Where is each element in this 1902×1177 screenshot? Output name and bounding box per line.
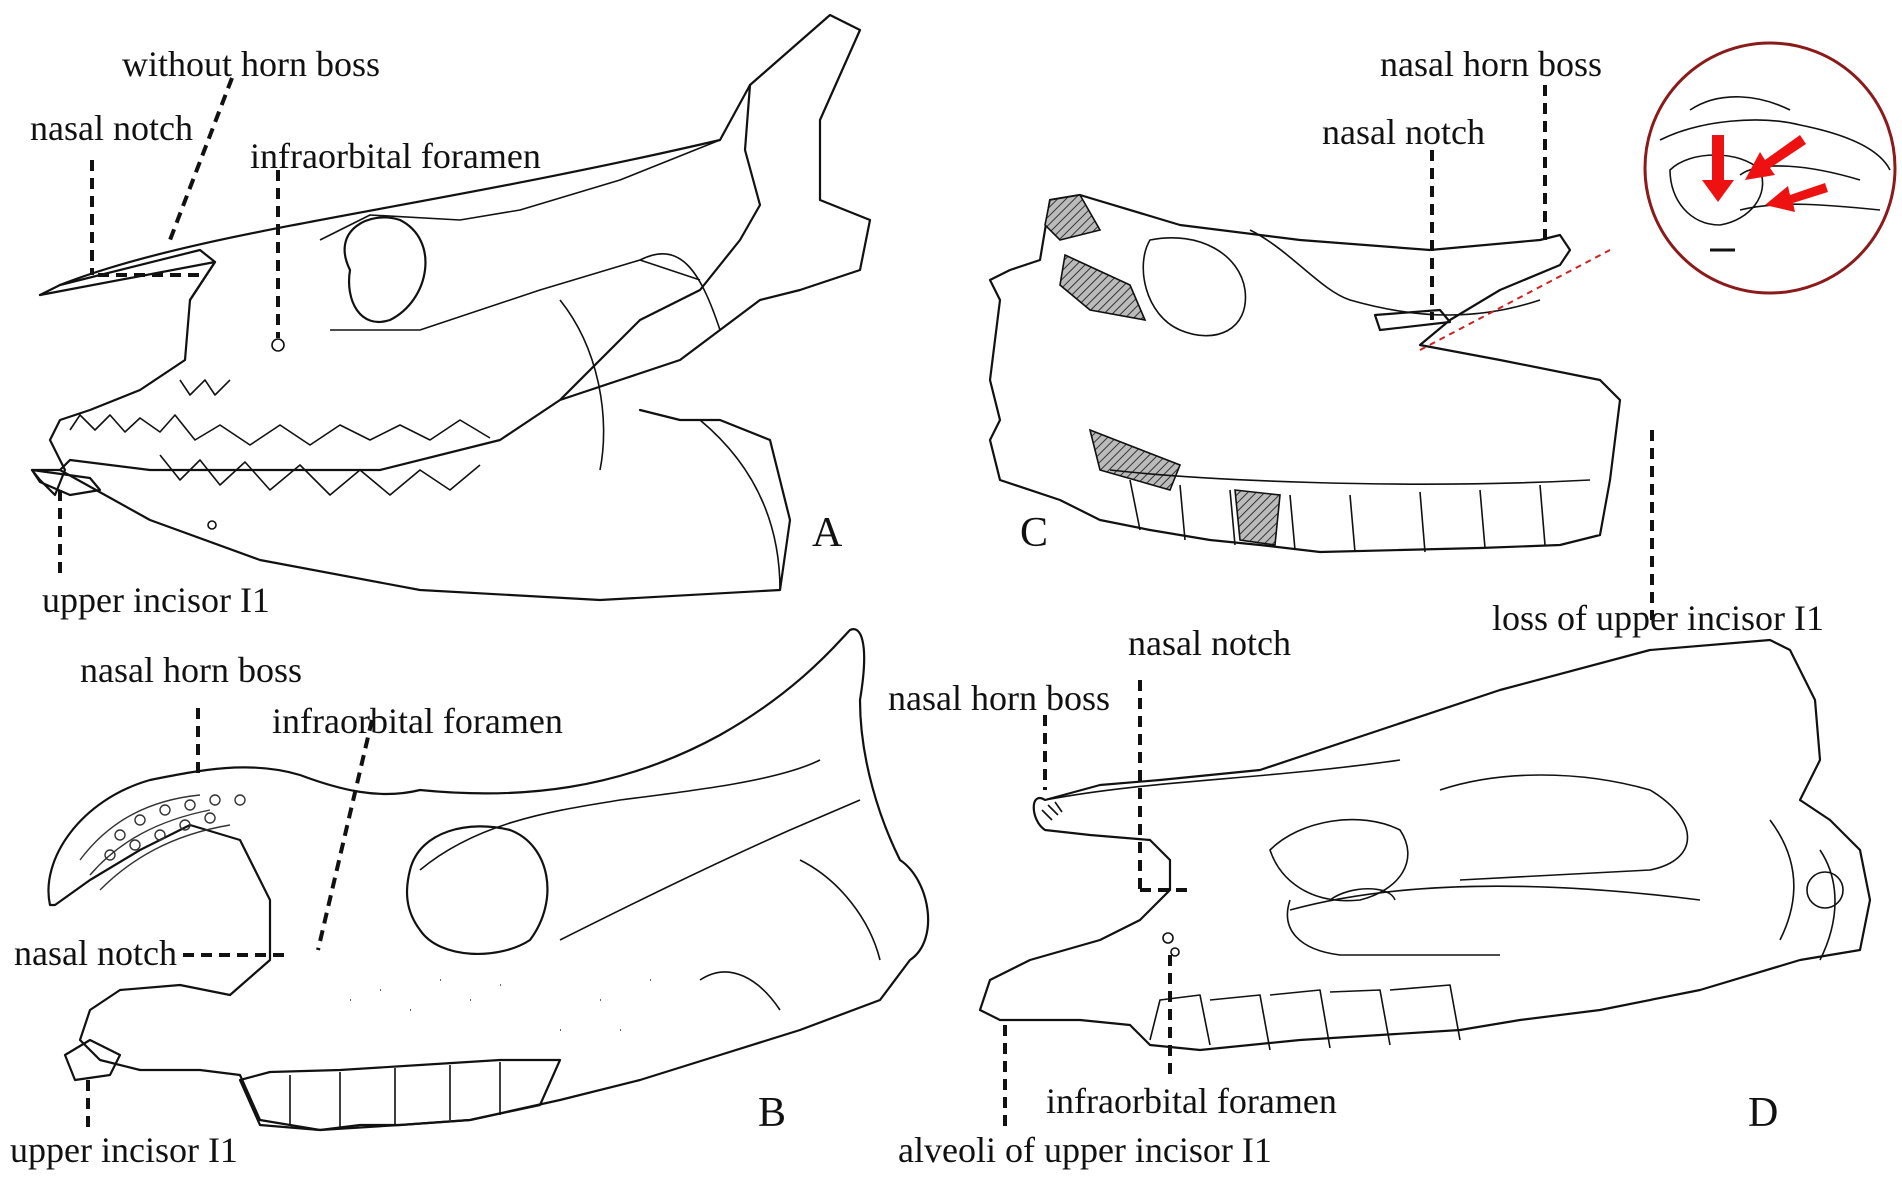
label-a-nasal-notch: nasal notch — [30, 108, 193, 148]
panel-c-leader-lines — [1419, 85, 1654, 620]
panel-d-leader-lines — [1003, 680, 1190, 1130]
label-b-nasal-notch: nasal notch — [14, 933, 177, 973]
label-c-nasal-horn-boss: nasal horn boss — [1380, 44, 1602, 84]
label-d-nasal-notch: nasal notch — [1128, 623, 1291, 663]
panel-letter-b: B — [758, 1090, 787, 1136]
label-a-without-horn-boss: without horn boss — [122, 44, 381, 84]
label-d-alveoli-upper-incisor: alveoli of upper incisor I1 — [898, 1130, 1272, 1170]
panel-a-skull-drawing — [30, 13, 872, 602]
panel-c-skull-drawing — [988, 193, 1622, 554]
label-b-upper-incisor: upper incisor I1 — [10, 1130, 238, 1170]
panel-a-leader-lines — [58, 77, 280, 575]
label-d-nasal-horn-boss: nasal horn boss — [888, 678, 1110, 718]
panel-letter-d: D — [1748, 1090, 1779, 1136]
panel-letter-a: A — [812, 510, 843, 556]
label-c-nasal-notch: nasal notch — [1322, 112, 1485, 152]
label-d-infraorbital-foramen: infraorbital foramen — [1046, 1081, 1337, 1121]
inset-red-arrows — [1702, 135, 1828, 212]
label-a-upper-incisor: upper incisor I1 — [42, 580, 270, 620]
label-b-nasal-horn-boss: nasal horn boss — [80, 650, 302, 690]
label-c-loss-upper-incisor: loss of upper incisor I1 — [1492, 598, 1824, 638]
label-b-infraorbital-foramen: infraorbital foramen — [272, 701, 563, 741]
panel-b-leader-lines — [86, 708, 374, 1130]
panel-b-skull-drawing — [47, 628, 930, 1132]
panel-d-skull-drawing — [978, 638, 1872, 1052]
panel-letter-c: C — [1020, 510, 1049, 556]
label-a-infraorbital-foramen: infraorbital foramen — [250, 136, 541, 176]
